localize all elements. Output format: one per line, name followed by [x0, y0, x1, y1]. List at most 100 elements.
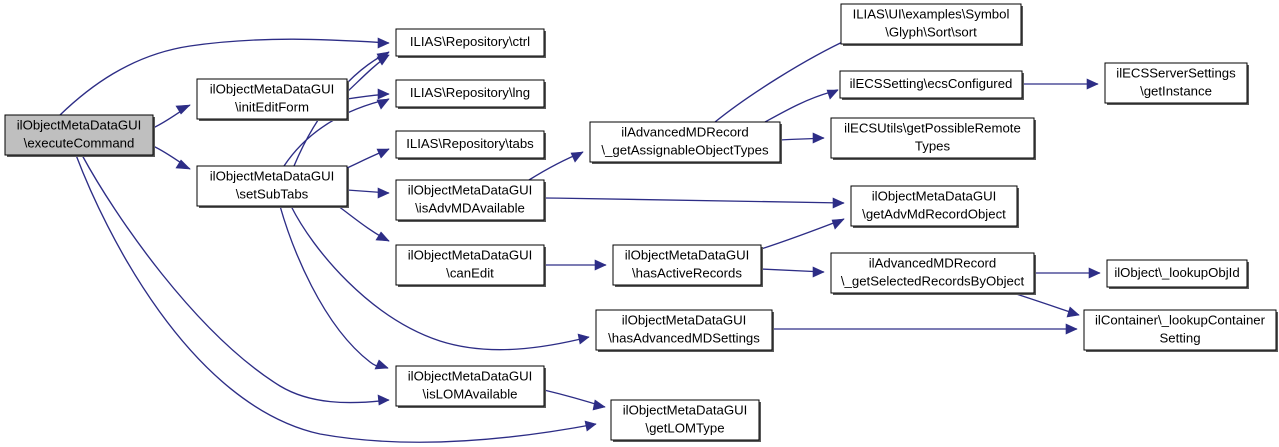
node-label-line1: ilObjectMetaDataGUI: [872, 188, 997, 203]
arrowhead-icon: [377, 37, 390, 49]
node-repoLng[interactable]: ILIAS\Repository\lng: [395, 79, 546, 109]
edge-setSubTabs-to-isAdvMDAvailable: [346, 187, 390, 199]
node-getAssignableObjectTypes[interactable]: ilAdvancedMDRecord \_getAssignableObjectT…: [589, 121, 782, 164]
node-box[interactable]: [196, 78, 348, 120]
nodes-layer: ilObjectMetaDataGUI\executeCommand ilObje…: [4, 3, 1278, 442]
node-getSelectedRecordsByObject[interactable]: ilAdvancedMDRecord \_getSelectedRecordsBy…: [830, 252, 1036, 295]
node-box[interactable]: [610, 399, 760, 441]
node-label-line1: ilObjectMetaDataGUI: [625, 247, 750, 262]
node-box[interactable]: [830, 252, 1035, 294]
edge-isLOMAvailable-to-getLOMType: [543, 389, 606, 411]
node-label-line1: ilECSUtils\getPossibleRemote: [844, 120, 1021, 135]
node-repoTabs[interactable]: ILIAS\Repository\tabs: [395, 130, 546, 160]
edge-executeCommand-to-getLOMType: [75, 154, 597, 443]
node-ecsConfigured[interactable]: ilECSSetting\ecsConfigured: [839, 70, 1024, 100]
arrowhead-icon: [377, 88, 390, 100]
node-label-line2: Setting: [1159, 330, 1200, 345]
node-initEditForm[interactable]: ilObjectMetaDataGUI\initEditForm: [196, 78, 349, 121]
edges-layer: [59, 31, 1101, 443]
node-box[interactable]: [839, 70, 1023, 99]
node-box[interactable]: [395, 244, 545, 286]
node-canEdit[interactable]: ilObjectMetaDataGUI\canEdit: [395, 244, 546, 287]
edge-getSelectedRecordsByObject-to-lookupContainerSetting: [1012, 292, 1080, 318]
node-label-line1: ilObjectMetaDataGUI: [210, 81, 335, 96]
node-label-line2: \setSubTabs: [236, 186, 309, 201]
node-box[interactable]: [395, 365, 545, 407]
edge-hasActiveRecords-to-getSelectedRecordsByObject: [760, 266, 825, 278]
arrowhead-icon: [812, 266, 825, 278]
node-box[interactable]: [1104, 62, 1248, 104]
edge-setSubTabs-to-isLOMAvailable: [279, 205, 389, 370]
node-label-line1: ilObject\_lookupObjId: [1114, 265, 1239, 280]
node-box[interactable]: [1083, 309, 1277, 351]
node-label-line1: ilAdvancedMDRecord: [869, 255, 997, 270]
edge-line: [75, 154, 597, 443]
node-box[interactable]: [4, 114, 154, 156]
node-box[interactable]: [840, 3, 1022, 45]
edge-line: [760, 218, 845, 250]
node-box[interactable]: [595, 309, 773, 351]
node-label-line1: ilObjectMetaDataGUI: [408, 368, 533, 383]
node-box[interactable]: [395, 79, 545, 108]
node-label-line1: ilAdvancedMDRecord: [621, 124, 749, 139]
node-box[interactable]: [395, 28, 545, 57]
arrowhead-icon: [377, 394, 390, 406]
edge-line: [543, 197, 845, 204]
node-label-line2: \_getAssignableObjectTypes: [601, 142, 769, 157]
node-box[interactable]: [196, 165, 348, 207]
arrowhead-icon: [374, 359, 389, 370]
arrowhead-icon: [175, 104, 191, 115]
node-label-line2: \_getSelectedRecordsByObject: [841, 273, 1025, 288]
edge-setSubTabs-to-canEdit: [337, 205, 390, 242]
node-getAdvMdRecordObject[interactable]: ilObjectMetaDataGUI\getAdvMdRecordObject: [850, 185, 1019, 228]
node-symbolGlyphSort[interactable]: ILIAS\UI\examples\Symbol\Glyph\Sort\sort: [840, 3, 1023, 46]
arrowhead-icon: [1088, 267, 1101, 279]
edge-hasActiveRecords-to-getAdvMdRecordObject: [760, 218, 845, 250]
node-label-line1: ilContainer\_lookupContainer: [1095, 312, 1266, 327]
node-box[interactable]: [850, 185, 1018, 227]
edge-line: [764, 89, 839, 123]
node-box[interactable]: [1106, 259, 1248, 288]
arrowhead-icon: [570, 151, 584, 163]
node-label-line1: ILIAS\Repository\ctrl: [410, 34, 530, 49]
node-box[interactable]: [395, 130, 545, 159]
node-label-line1: ilObjectMetaDataGUI: [408, 247, 533, 262]
edge-initEditForm-to-repoLng: [346, 88, 390, 100]
node-hasActiveRecords[interactable]: ilObjectMetaDataGUI \hasActiveRecords: [612, 244, 763, 287]
node-label-line1: ILIAS\UI\examples\Symbol: [853, 6, 1010, 21]
node-repoCtrl[interactable]: ILIAS\Repository\ctrl: [395, 28, 546, 58]
arrowhead-icon: [376, 98, 390, 110]
node-box[interactable]: [395, 179, 545, 221]
arrowhead-icon: [376, 51, 390, 64]
arrowhead-icon: [1066, 306, 1080, 318]
node-isAdvMDAvailable[interactable]: ilObjectMetaDataGUI\isAdvMDAvailable: [395, 179, 546, 222]
node-label-line2: \isAdvMDAvailable: [415, 200, 525, 215]
node-label-line1: ILIAS\Repository\tabs: [406, 136, 534, 151]
node-isLOMAvailable[interactable]: ilObjectMetaDataGUI\isLOMAvailable: [395, 365, 546, 408]
node-setSubTabs[interactable]: ilObjectMetaDataGUI\setSubTabs: [196, 165, 349, 208]
node-getInstance[interactable]: ilECSServerSettings\getInstance: [1104, 62, 1249, 105]
node-box[interactable]: [612, 244, 762, 286]
edge-setSubTabs-to-repoLng: [283, 98, 390, 167]
node-executeCommand[interactable]: ilObjectMetaDataGUI\executeCommand: [4, 114, 155, 157]
node-label-line1: ilObjectMetaDataGUI: [622, 312, 747, 327]
edge-executeCommand-to-setSubTabs: [152, 145, 191, 170]
node-label-line2: \hasActiveRecords: [632, 265, 742, 280]
edge-executeCommand-to-isLOMAvailable: [81, 154, 390, 406]
node-hasAdvancedMDSettings[interactable]: ilObjectMetaDataGUI\hasAdvancedMDSetting…: [595, 309, 774, 352]
node-label-line1: ILIAS\Repository\lng: [410, 85, 530, 100]
arrowhead-icon: [376, 148, 390, 159]
arrowhead-icon: [577, 333, 590, 345]
node-lookupObjId[interactable]: ilObject\_lookupObjId: [1106, 259, 1249, 289]
arrowhead-icon: [584, 420, 597, 432]
arrowhead-icon: [375, 231, 390, 242]
node-label-line2: \getLOMType: [645, 420, 724, 435]
node-getLOMType[interactable]: ilObjectMetaDataGUI\getLOMType: [610, 399, 761, 442]
node-box[interactable]: [830, 117, 1035, 159]
edge-line: [283, 98, 390, 167]
edge-line: [81, 154, 390, 404]
node-label-line1: ilECSSetting\ecsConfigured: [850, 76, 1013, 91]
node-box[interactable]: [589, 121, 781, 163]
